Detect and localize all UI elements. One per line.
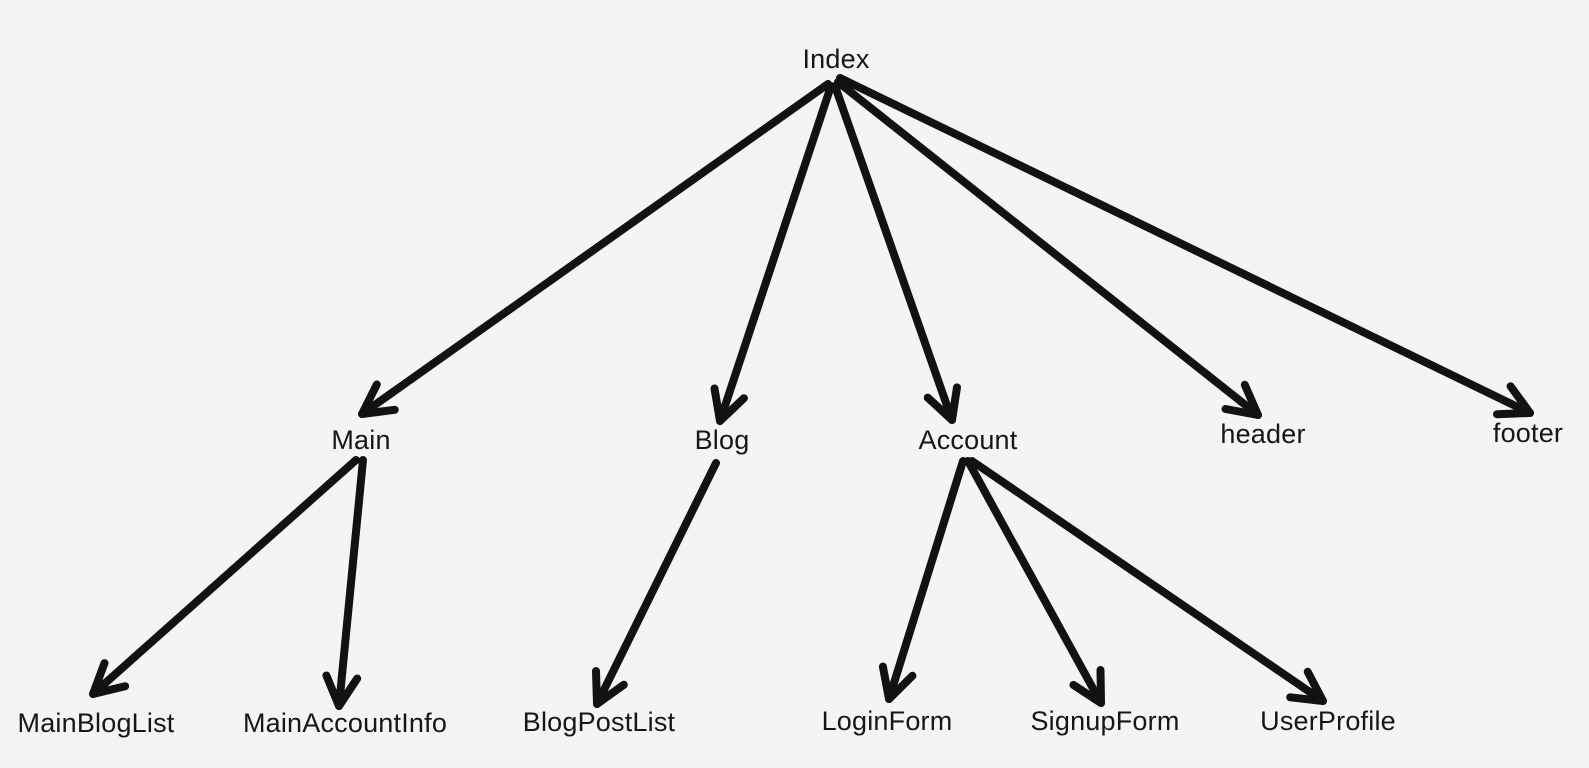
arrowhead-icon — [1069, 666, 1105, 707]
edge-index-footer — [836, 74, 1534, 417]
arrowhead-icon — [923, 383, 961, 424]
node-label-footer: footer — [1492, 418, 1564, 449]
node-label-loginform: LoginForm — [821, 706, 953, 737]
edge-index-account — [831, 82, 956, 424]
node-label-blogpostlist: BlogPostList — [522, 707, 676, 738]
edge-main-mainaccountinfo — [335, 456, 367, 710]
node-label-blog: Blog — [694, 425, 750, 456]
edge-index-main — [358, 80, 832, 418]
arrowhead-icon — [592, 667, 628, 708]
arrowhead-icon — [710, 384, 748, 425]
node-label-main: Main — [331, 425, 391, 456]
node-label-account: Account — [918, 425, 1018, 456]
edge-main-mainbloglist — [89, 456, 360, 698]
node-label-userprofile: UserProfile — [1260, 706, 1396, 737]
edge-blog-blogpostlist — [593, 459, 720, 708]
arrowhead-icon — [878, 662, 917, 703]
arrowhead-icon — [1493, 382, 1534, 419]
arrowhead-icon — [358, 380, 399, 418]
node-label-index: Index — [802, 44, 870, 75]
node-label-mainbloglist: MainBlogList — [17, 708, 175, 739]
edge-account-userprofile — [968, 457, 1327, 705]
edge-index-blog — [716, 82, 835, 425]
arrowhead-icon — [1286, 667, 1327, 705]
arrowhead-icon — [1221, 380, 1262, 419]
arrowhead-icon — [322, 671, 362, 710]
node-label-header: header — [1220, 419, 1306, 450]
edge-index-header — [834, 78, 1262, 419]
edge-account-signupform — [964, 457, 1105, 707]
edge-account-loginform — [885, 457, 967, 703]
node-label-mainaccountinfo: MainAccountInfo — [242, 708, 448, 739]
node-label-signupform: SignupForm — [1030, 706, 1180, 737]
arrowhead-icon — [89, 659, 130, 698]
